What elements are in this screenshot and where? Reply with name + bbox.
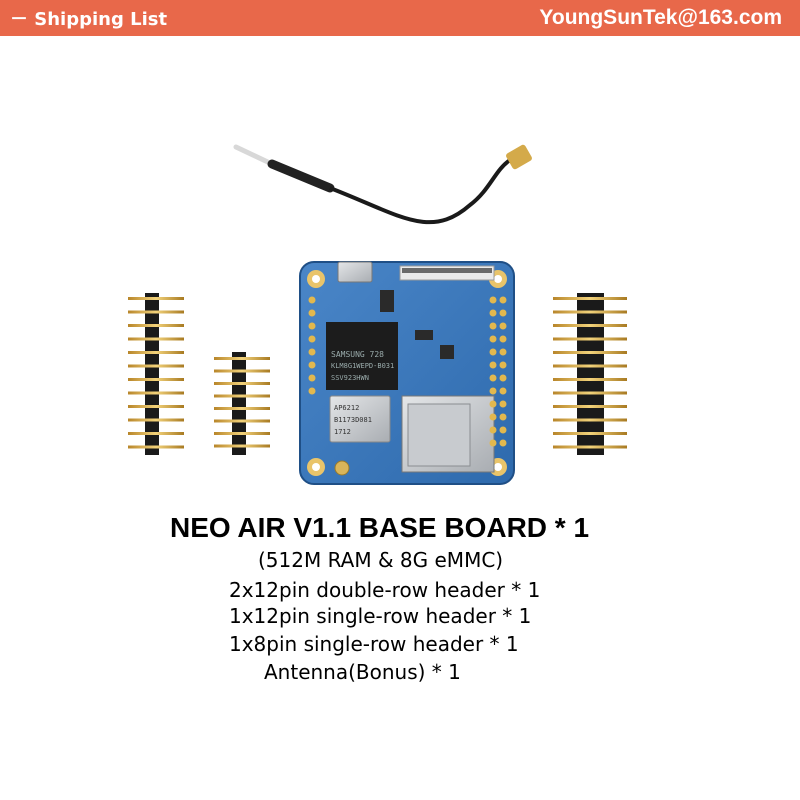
wifi-module-label-1: AP6212: [334, 404, 359, 412]
header-2x12: [553, 293, 627, 455]
board-pad: [489, 322, 497, 330]
header-pin: [553, 337, 627, 341]
header-2x12-line: 2x12pin double-row header * 1: [229, 578, 541, 602]
header-pin: [128, 324, 184, 327]
antenna: [233, 144, 532, 225]
board-pad: [308, 296, 316, 304]
header-pin: [128, 364, 184, 368]
board-pad: [489, 335, 497, 343]
header-pin: [128, 378, 184, 381]
board-pad: [489, 374, 497, 382]
header-pin: [128, 310, 184, 314]
board-pad: [499, 296, 507, 304]
board-pad: [499, 374, 507, 382]
header-pin: [553, 378, 627, 381]
board-pad: [499, 361, 507, 369]
board-pad: [489, 361, 497, 369]
board-pad: [308, 348, 316, 356]
header-1x12: [128, 293, 184, 455]
shipping-list-title: － Shipping List: [10, 9, 168, 30]
board-pad: [499, 348, 507, 356]
header-pin: [128, 297, 184, 300]
wifi-module-label-3: 1712: [334, 428, 351, 436]
memory-chip-label-2: KLM8G1WEPD-B031: [331, 362, 394, 370]
header-pin: [214, 419, 270, 423]
antenna-line: Antenna(Bonus) * 1: [264, 660, 461, 684]
header-pin: [553, 310, 627, 314]
header-1x12-line: 1x12pin single-row header * 1: [229, 604, 532, 628]
header-pin: [214, 407, 270, 410]
board-pad: [499, 309, 507, 317]
header-pin: [128, 391, 184, 395]
memory-chip-label-3: SSV923HWN: [331, 374, 369, 382]
board-pad: [499, 400, 507, 408]
header-pin: [553, 324, 627, 327]
board-pad: [489, 439, 497, 447]
board-pad: [489, 387, 497, 395]
board-pad: [308, 361, 316, 369]
header-pin: [553, 351, 627, 354]
memory-chip-label-1: SAMSUNG 728: [331, 350, 384, 359]
board-pad: [499, 335, 507, 343]
header-pin: [128, 337, 184, 341]
board-pad: [499, 439, 507, 447]
header-pin: [214, 382, 270, 385]
board-pad: [499, 413, 507, 421]
header-pin: [128, 445, 184, 449]
header-pin: [128, 405, 184, 408]
board-pad: [489, 309, 497, 317]
product-photo: SAMSUNG 728 KLM8G1WEPD-B031 SSV923HWN AP…: [128, 144, 627, 485]
board-pad: [308, 309, 316, 317]
spec-line: (512M RAM & 8G eMMC): [258, 548, 504, 572]
header-pin: [214, 394, 270, 398]
board-pad: [308, 335, 316, 343]
header-pin: [214, 432, 270, 435]
neo-air-board: SAMSUNG 728 KLM8G1WEPD-B031 SSV923HWN AP…: [299, 261, 515, 485]
board-pad: [499, 322, 507, 330]
board-pad: [489, 426, 497, 434]
wifi-module-label-2: B1173D081: [334, 416, 372, 424]
main-item: NEO AIR V1.1 BASE BOARD * 1: [170, 512, 590, 543]
board-pad: [308, 374, 316, 382]
header-pin: [553, 418, 627, 422]
header-pin: [553, 405, 627, 408]
board-pad: [499, 387, 507, 395]
header-pin: [553, 297, 627, 300]
header-pin: [128, 418, 184, 422]
header-pin: [553, 391, 627, 395]
board-pad: [489, 348, 497, 356]
header-pin: [128, 351, 184, 354]
board-pad: [499, 426, 507, 434]
board-pad: [308, 387, 316, 395]
board-pad: [489, 413, 497, 421]
header-pin: [553, 432, 627, 435]
header-pin: [553, 364, 627, 368]
header-pin: [214, 369, 270, 373]
header-pin: [128, 432, 184, 435]
header-banner: － Shipping List YoungSunTek@163.com: [0, 0, 800, 36]
contact-email: YoungSunTek@163.com: [539, 6, 782, 29]
header-1x8-line: 1x8pin single-row header * 1: [229, 632, 519, 656]
board-pad: [489, 400, 497, 408]
header-pin: [214, 357, 270, 360]
header-pin: [553, 445, 627, 449]
board-pad: [308, 322, 316, 330]
header-1x8: [214, 352, 270, 455]
board-pad: [489, 296, 497, 304]
header-pin: [214, 444, 270, 448]
